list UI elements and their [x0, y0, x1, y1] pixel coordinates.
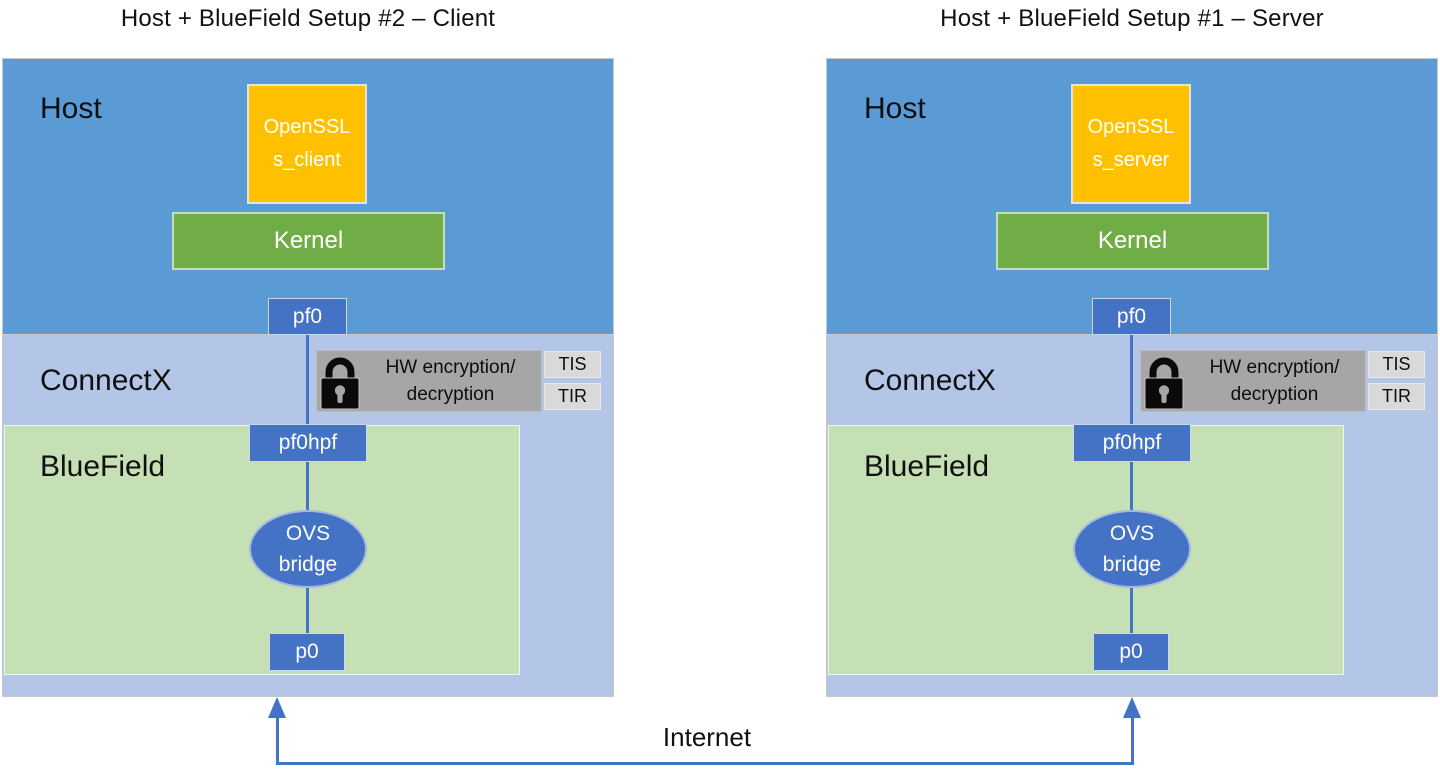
kernel-box: Kernel: [996, 212, 1269, 270]
openssl-label-line1: OpenSSL: [263, 116, 351, 138]
kernel-label: Kernel: [273, 227, 344, 254]
host-label: Host: [864, 92, 926, 125]
openssl-label-line1: OpenSSL: [1087, 116, 1175, 138]
connector-pf0hpf-to-ovs: [306, 462, 309, 510]
hw-encryption-box: HW encryption/ decryption: [316, 350, 542, 412]
p0-label: p0: [1119, 640, 1143, 663]
lock-icon: [320, 357, 360, 410]
internet-connector-right-line: [1131, 714, 1134, 765]
tir-label: TIR: [1382, 386, 1411, 406]
pf0-label: pf0: [1116, 304, 1147, 328]
hw-label-line2: decryption: [406, 384, 495, 405]
host-label: Host: [40, 92, 102, 125]
bluefield-label: BlueField: [864, 450, 990, 483]
tir-tag: TIR: [1368, 383, 1425, 410]
ovs-label-line2: bridge: [1102, 553, 1162, 576]
kernel-label: Kernel: [1097, 227, 1168, 254]
ovs-label-line1: OVS: [1109, 522, 1155, 545]
hw-encryption-box: HW encryption/ decryption: [1140, 350, 1366, 412]
lock-icon: [1144, 357, 1184, 410]
setup-server-diagram: Host + BlueField Setup #1 – Server Host …: [824, 0, 1440, 770]
p0-node: p0: [1093, 633, 1169, 671]
hw-encryption-label: HW encryption/ decryption: [1184, 354, 1365, 408]
internet-label: Internet: [662, 722, 752, 752]
kernel-box: Kernel: [172, 212, 445, 270]
hw-label-line1: HW encryption/: [385, 357, 516, 378]
openssl-label-line2: s_server: [1092, 149, 1170, 171]
ovs-label-line2: bridge: [278, 553, 338, 576]
ovs-label-line1: OVS: [285, 522, 331, 545]
hw-encryption-label: HW encryption/ decryption: [360, 354, 541, 408]
tir-label: TIR: [558, 386, 587, 406]
pf0hpf-node: pf0hpf: [249, 424, 367, 462]
up-arrow-right-icon: [1123, 697, 1141, 718]
openssl-label-line2: s_client: [273, 149, 341, 171]
connector-pf0-to-pf0hpf: [1130, 335, 1133, 424]
tir-tag: TIR: [544, 383, 601, 410]
hw-label-line1: HW encryption/: [1209, 357, 1340, 378]
openssl-app-box: OpenSSL s_client: [247, 84, 367, 204]
connector-ovs-to-p0: [306, 588, 309, 633]
connectx-label: ConnectX: [864, 364, 996, 397]
pf0hpf-node: pf0hpf: [1073, 424, 1191, 462]
p0-label: p0: [295, 640, 319, 663]
hw-label-line2: decryption: [1230, 384, 1319, 405]
bluefield-label: BlueField: [40, 450, 166, 483]
tis-label: TIS: [558, 354, 587, 374]
connector-pf0-to-pf0hpf: [306, 335, 309, 424]
ovs-bridge-node: OVS bridge: [1073, 510, 1191, 588]
internet-connector-horizontal-line: [276, 762, 1134, 765]
connectx-label: ConnectX: [40, 364, 172, 397]
diagram-title: Host + BlueField Setup #1 – Server: [940, 5, 1324, 32]
p0-node: p0: [269, 633, 345, 671]
internet-connector-left-line: [276, 714, 279, 765]
tis-tag: TIS: [544, 351, 601, 378]
pf0hpf-label: pf0hpf: [1102, 431, 1162, 454]
setup-client-diagram: Host + BlueField Setup #2 – Client Host …: [0, 0, 616, 770]
up-arrow-left-icon: [268, 697, 286, 718]
diagram-title: Host + BlueField Setup #2 – Client: [120, 5, 496, 32]
tis-label: TIS: [1382, 354, 1411, 374]
pf0-node: pf0: [268, 298, 347, 335]
pf0hpf-label: pf0hpf: [278, 431, 338, 454]
ovs-bridge-node: OVS bridge: [249, 510, 367, 588]
pf0-node: pf0: [1092, 298, 1171, 335]
pf0-label: pf0: [292, 304, 323, 328]
connector-ovs-to-p0: [1130, 588, 1133, 633]
openssl-app-box: OpenSSL s_server: [1071, 84, 1191, 204]
tis-tag: TIS: [1368, 351, 1425, 378]
connector-pf0hpf-to-ovs: [1130, 462, 1133, 510]
